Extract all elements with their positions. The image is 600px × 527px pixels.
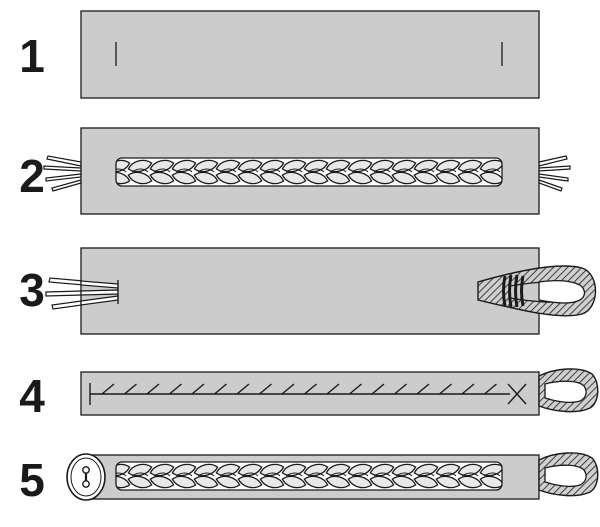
- step-number-3: 3: [19, 264, 45, 316]
- fabric-strip-1: [81, 11, 539, 98]
- fabric-strip-3: [81, 248, 539, 334]
- braid-icon: [105, 158, 527, 186]
- button-icon: [67, 454, 105, 500]
- cord-loop-icon: [539, 453, 598, 496]
- step-number-4: 4: [19, 370, 45, 422]
- thread-ends-left-icon: [44, 156, 81, 191]
- step-number-5: 5: [19, 454, 45, 506]
- step-2: 2: [19, 128, 570, 214]
- step-number-1: 1: [19, 30, 45, 82]
- step-4: 4: [19, 369, 598, 422]
- step-5: 5: [19, 453, 598, 506]
- step-1: 1: [19, 11, 539, 98]
- step-3: 3: [19, 248, 595, 334]
- step-number-2: 2: [19, 150, 45, 202]
- thread-ends-right-icon: [539, 156, 570, 191]
- braid-icon: [105, 462, 527, 490]
- cord-loop-icon: [539, 369, 598, 412]
